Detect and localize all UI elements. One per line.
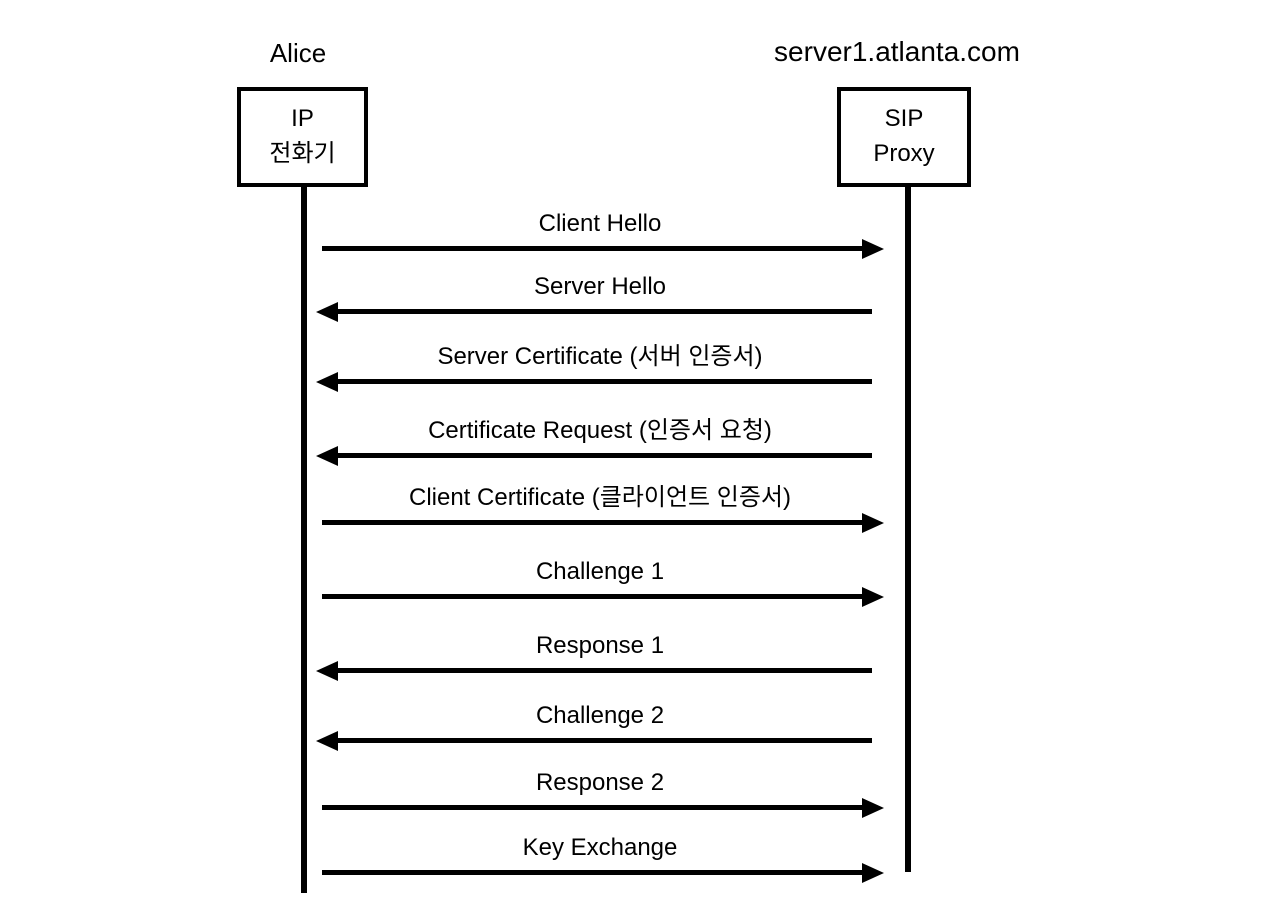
message-label: Client Certificate (클라이언트 인증서): [408, 484, 792, 511]
arrowhead-icon: [316, 301, 338, 322]
message-arrow-right-icon: [322, 862, 884, 883]
message-arrow-right-icon: [322, 238, 884, 259]
message-arrow-left-icon: [316, 445, 872, 466]
actor-box-line2: 전화기: [269, 140, 336, 167]
actor-name-alice: Alice: [269, 38, 327, 68]
message-arrow-right-icon: [322, 512, 884, 533]
message-response-1: Response 1: [316, 631, 878, 681]
message-label: Server Hello: [533, 273, 667, 300]
message-server-certificate: Server Certificate (서버 인증서): [316, 342, 878, 392]
message-label: Client Hello: [538, 210, 662, 237]
message-key-exchange: Key Exchange: [322, 833, 884, 883]
message-arrow-left-icon: [316, 301, 872, 322]
actor-box-line1: IP: [291, 105, 314, 133]
message-certificate-request: Certificate Request (인증서 요청): [316, 416, 878, 466]
message-arrow-right-icon: [322, 586, 884, 607]
message-label: Challenge 2: [535, 702, 665, 729]
actor-name-server: server1.atlanta.com: [774, 36, 1020, 67]
message-label: Certificate Request (인증서 요청): [428, 417, 772, 444]
lifeline-alice: [301, 183, 307, 893]
message-arrow-left-icon: [316, 660, 872, 681]
message-client-certificate: Client Certificate (클라이언트 인증서): [322, 483, 884, 533]
arrowhead-icon: [862, 512, 884, 533]
message-challenge-2: Challenge 2: [316, 701, 878, 751]
arrowhead-icon: [316, 445, 338, 466]
message-client-hello: Client Hello: [322, 209, 884, 259]
arrowhead-icon: [862, 862, 884, 883]
message-challenge-1: Challenge 1: [322, 557, 884, 607]
actor-box-line2: Proxy: [873, 140, 935, 167]
message-response-2: Response 2: [322, 768, 884, 818]
message-label: Response 2: [535, 769, 665, 796]
message-arrow-left-icon: [316, 730, 872, 751]
message-arrow-left-icon: [316, 371, 872, 392]
actor-box-sip-proxy: SIP Proxy: [837, 87, 971, 187]
actor-box-ip-phone: IP 전화기: [237, 87, 368, 187]
message-label: Server Certificate (서버 인증서): [437, 343, 763, 370]
arrowhead-icon: [862, 586, 884, 607]
actor-box-line1: SIP: [884, 105, 924, 133]
lifeline-server: [905, 183, 911, 872]
message-label: Key Exchange: [522, 834, 678, 861]
message-label: Challenge 1: [535, 558, 665, 585]
arrowhead-icon: [862, 797, 884, 818]
arrowhead-icon: [316, 371, 338, 392]
arrowhead-icon: [316, 730, 338, 751]
arrowhead-icon: [316, 660, 338, 681]
message-label: Response 1: [535, 632, 665, 659]
arrowhead-icon: [862, 238, 884, 259]
message-arrow-right-icon: [322, 797, 884, 818]
message-server-hello: Server Hello: [316, 272, 878, 322]
